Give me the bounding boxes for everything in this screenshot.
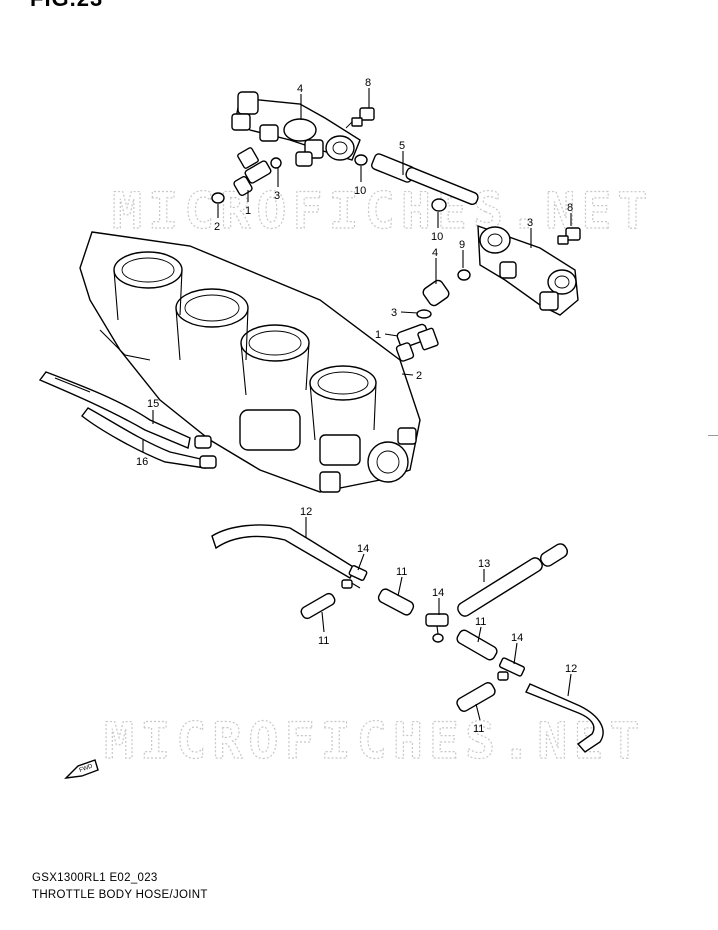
callout-14-middle: 14 xyxy=(432,587,444,599)
hose-11-a xyxy=(300,592,336,620)
joint-14-upper xyxy=(341,565,368,589)
callout-1-lower: 1 xyxy=(375,329,381,341)
callout-11-left: 11 xyxy=(318,635,329,647)
watermark-top: MICROFICHES.NET xyxy=(112,182,654,240)
callout-10-mid: 10 xyxy=(431,231,443,243)
callout-11-middle: 11 xyxy=(475,616,486,628)
callout-8-top: 8 xyxy=(365,77,371,89)
callout-2-top: 2 xyxy=(214,221,220,233)
hose-11-c xyxy=(456,629,498,661)
callout-labels: 4 8 5 10 1 3 2 10 3 8 9 4 3 1 2 15 16 12… xyxy=(136,77,577,735)
hoses-15-16 xyxy=(38,371,217,469)
fuel-joint xyxy=(354,153,479,212)
callout-13: 13 xyxy=(478,558,490,570)
edge-mark xyxy=(708,435,718,436)
leader-lines xyxy=(142,88,572,721)
hose-11-b xyxy=(377,588,415,616)
o-ring-9 xyxy=(457,269,471,281)
callout-14-lower: 14 xyxy=(511,632,523,644)
throttle-body xyxy=(79,231,421,493)
callout-8-right: 8 xyxy=(567,202,573,214)
screw-right xyxy=(557,227,581,245)
hose-12-upper xyxy=(211,524,356,579)
callout-2-lower: 2 xyxy=(416,370,422,382)
callout-3-top: 3 xyxy=(274,190,280,202)
hose-12-lower xyxy=(525,683,604,753)
callout-16: 16 xyxy=(136,456,148,468)
fuel-rail-right xyxy=(477,224,579,316)
callout-12-upper: 12 xyxy=(300,506,312,518)
injector-cap xyxy=(422,279,450,307)
fuel-rail-left xyxy=(231,91,361,167)
callout-14-upper: 14 xyxy=(357,543,369,555)
callout-11-upper: 11 xyxy=(396,566,407,578)
callout-11-lower: 11 xyxy=(473,723,484,735)
fwd-label: FWD xyxy=(79,763,95,774)
callout-15: 15 xyxy=(147,398,159,410)
callout-1-top: 1 xyxy=(245,205,251,217)
callout-12-lower: 12 xyxy=(565,663,577,675)
injector-lower xyxy=(395,323,439,362)
model-code: GSX1300RL1 E02_023 xyxy=(32,872,158,884)
callout-4: 4 xyxy=(432,247,438,259)
joint-14-lower xyxy=(497,657,526,681)
hose-13 xyxy=(457,543,569,617)
callout-7: 5 xyxy=(399,140,405,152)
o-ring-mid-3 xyxy=(416,309,432,319)
joint-14-middle xyxy=(425,613,449,643)
fwd-arrow-icon: FWD xyxy=(64,759,99,779)
figure-title: FIG.23 xyxy=(30,0,103,12)
o-ring-top-2 xyxy=(211,192,225,204)
figure-caption: THROTTLE BODY HOSE/JOINT xyxy=(32,889,208,901)
screw-top xyxy=(345,107,375,129)
watermark-bottom: MICROFICHES.NET xyxy=(104,712,646,770)
callout-10-top: 10 xyxy=(354,185,366,197)
callout-5: 3 xyxy=(527,217,533,229)
hose-11-d xyxy=(456,682,496,712)
callout-3-mid: 3 xyxy=(391,307,397,319)
o-ring-top-3 xyxy=(270,157,282,169)
callout-6: 4 xyxy=(297,83,303,95)
callout-9: 9 xyxy=(459,239,465,251)
